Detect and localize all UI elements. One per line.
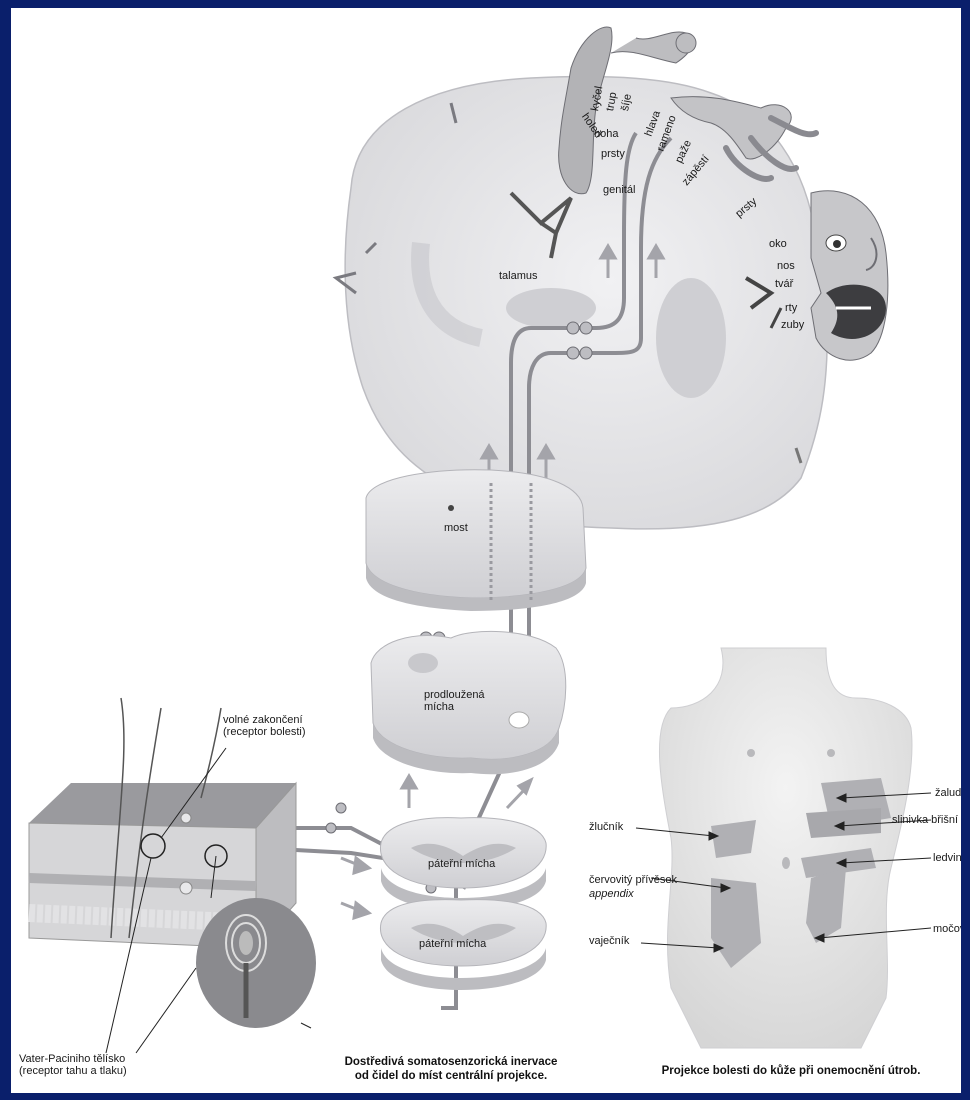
- label-ledviny: ledviny: [933, 852, 961, 864]
- label-slinivka: slinivka břišní: [892, 814, 958, 826]
- label-volne-zakonceni: volné zakončení (receptor bolesti): [223, 714, 306, 738]
- label-paterni-micha-1: páteřní mícha: [428, 858, 495, 870]
- homunculus-face: [811, 191, 888, 360]
- label-zlucnik: žlučník: [589, 821, 623, 833]
- label-oko: oko: [769, 238, 787, 250]
- label-noha: noha: [594, 128, 618, 140]
- diagram-frame: holeň kyčel trup šíje hlava rameno noha …: [11, 8, 961, 1093]
- label-prsty-leg: prsty: [601, 148, 625, 160]
- label-tvar: tvář: [775, 278, 793, 290]
- label-talamus: talamus: [499, 270, 538, 282]
- torso-figure: [659, 648, 912, 1048]
- label-paterni-micha-2: páteřní mícha: [419, 938, 486, 950]
- caption-left: Dostředivá somatosenzorická inervace od …: [311, 1055, 591, 1083]
- label-genital: genitál: [603, 184, 635, 196]
- label-rty: rty: [785, 302, 797, 314]
- label-vater-pacini: Vater-Paciniho tělísko (receptor tahu a …: [19, 1053, 127, 1077]
- label-zuby: zuby: [781, 319, 804, 331]
- label-most: most: [444, 522, 468, 534]
- pons-slab: [366, 470, 586, 611]
- label-vajecnik: vaječník: [589, 935, 629, 947]
- label-zaludek: žaludek: [935, 787, 961, 799]
- label-mocovod: močovod: [933, 923, 961, 935]
- label-cervovity: červovitý přívěsek: [589, 874, 677, 886]
- caption-right: Projekce bolesti do kůže při onemocnění …: [631, 1064, 951, 1078]
- label-nos: nos: [777, 260, 795, 272]
- label-appendix: appendix: [589, 888, 634, 900]
- label-prodlouzena-micha: prodloužená mícha: [424, 689, 485, 713]
- diagram-artwork: [11, 8, 961, 1093]
